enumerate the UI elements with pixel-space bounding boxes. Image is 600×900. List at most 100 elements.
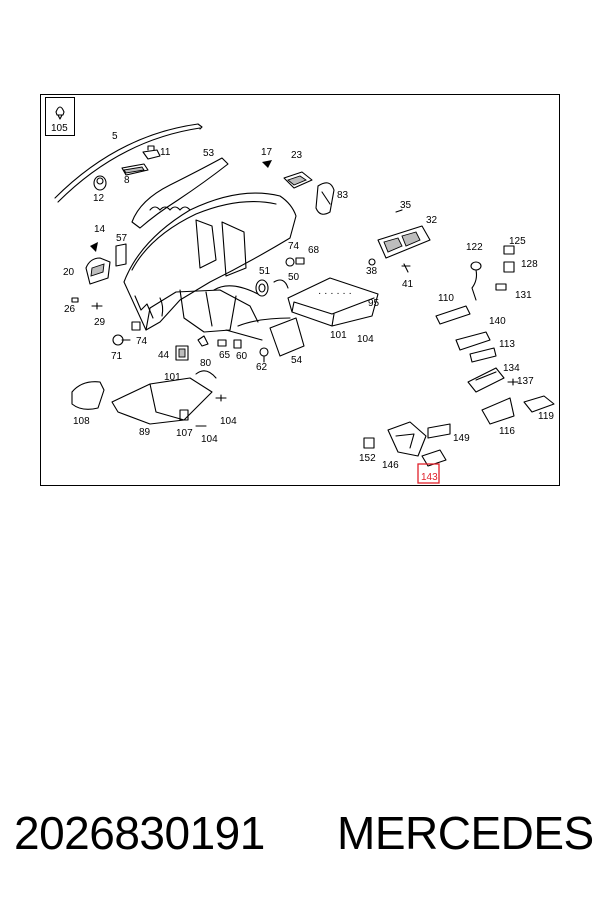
panel-54 — [269, 317, 305, 357]
knob-71 — [112, 334, 131, 346]
vent-20 — [85, 257, 111, 285]
callout-38: 38 — [366, 266, 378, 277]
callout-152: 152 — [359, 453, 376, 464]
cover-83 — [315, 182, 335, 215]
callout-122: 122 — [466, 242, 483, 253]
callout-131: 131 — [515, 290, 532, 301]
console-89 — [111, 370, 217, 425]
clip-60 — [233, 339, 242, 349]
callout-89: 89 — [139, 427, 151, 438]
panel-113 — [469, 347, 497, 363]
switch-131 — [495, 283, 507, 291]
switch-44 — [175, 345, 189, 361]
brand-name: MERCEDES — [337, 807, 594, 859]
callout-41: 41 — [402, 279, 414, 290]
callout-80: 80 — [200, 358, 212, 369]
callout-149: 149 — [453, 433, 470, 444]
callout-50: 50 — [288, 272, 300, 283]
part-number: 2026830191 — [14, 807, 265, 859]
switch-128 — [503, 261, 515, 273]
diagram-frame — [40, 94, 560, 486]
callout-104c: 104 — [201, 434, 218, 445]
callout-101b: 101 — [164, 372, 181, 383]
svg-text:· · · · · ·: · · · · · · — [318, 288, 352, 299]
switch-125 — [503, 245, 515, 255]
callout-53: 53 — [203, 148, 215, 159]
callout-44: 44 — [158, 350, 170, 361]
callout-29: 29 — [94, 317, 106, 328]
callout-104b: 104 — [220, 416, 237, 427]
clip-80 — [197, 335, 209, 347]
callout-65: 65 — [219, 350, 231, 361]
callout-83: 83 — [337, 190, 349, 201]
connector-line-2 — [225, 329, 263, 341]
connector-line-3 — [237, 317, 291, 327]
callout-101a: 101 — [330, 330, 347, 341]
callout-8: 8 — [124, 175, 130, 186]
trim-strip — [54, 123, 203, 203]
callout-95: 95 — [368, 298, 380, 309]
part-143 — [421, 449, 447, 467]
screw-62 — [259, 347, 269, 363]
callout-113: 113 — [499, 339, 515, 350]
callout-146: 146 — [382, 460, 399, 471]
legend-box-label: 105 — [51, 123, 68, 134]
screw-29 — [91, 302, 103, 310]
callout-74b: 74 — [136, 336, 148, 347]
connector-line-1 — [213, 285, 259, 295]
callout-68: 68 — [308, 245, 320, 256]
panel-57 — [115, 243, 127, 267]
clip-65 — [217, 339, 227, 347]
callout-60: 60 — [236, 351, 248, 362]
callout-128: 128 — [521, 259, 538, 270]
screw-104a — [215, 394, 227, 402]
callout-134: 134 — [503, 363, 520, 374]
callout-62: 62 — [256, 362, 268, 373]
callout-110: 110 — [438, 293, 454, 304]
dashboard-panel — [123, 192, 297, 333]
callout-20: 20 — [63, 267, 75, 278]
callout-71: 71 — [111, 351, 123, 362]
callout-57: 57 — [116, 233, 128, 244]
callout-23: 23 — [291, 150, 303, 161]
center-vent — [377, 209, 431, 259]
switch-122 — [470, 261, 482, 301]
screw-38-41 — [368, 258, 411, 273]
cover-108 — [71, 381, 105, 410]
screw-137 — [507, 378, 519, 386]
callout-5: 5 — [112, 131, 118, 142]
callout-17: 17 — [261, 147, 273, 158]
bracket-146 — [387, 421, 427, 457]
callout-125: 125 — [509, 236, 526, 247]
callout-32: 32 — [426, 215, 438, 226]
cover-119 — [523, 395, 555, 413]
callout-140: 140 — [489, 316, 506, 327]
callout-54: 54 — [291, 355, 303, 366]
knob-12 — [93, 175, 107, 191]
clip-107 — [179, 409, 189, 421]
callout-104a: 104 — [357, 334, 374, 345]
bin-134 — [467, 367, 505, 393]
callout-51: 51 — [259, 266, 271, 277]
panel-110 — [435, 305, 471, 325]
callout-108: 108 — [73, 416, 90, 427]
callout-107: 107 — [176, 428, 193, 439]
plate-149 — [427, 423, 451, 439]
legend-box: 105 — [45, 97, 75, 136]
callout-12: 12 — [93, 193, 105, 204]
clip-152 — [363, 437, 375, 449]
triangle-14 — [90, 242, 98, 252]
dash-cover — [131, 157, 229, 229]
bulb-50 — [273, 257, 295, 289]
callout-11: 11 — [160, 147, 171, 158]
callout-35: 35 — [400, 200, 412, 211]
triangle-17 — [262, 160, 272, 168]
clip-74b — [295, 257, 305, 265]
callout-137: 137 — [517, 376, 534, 387]
highlight-box — [417, 463, 440, 484]
bracket-8 — [121, 163, 149, 176]
bin-116 — [481, 397, 515, 425]
callout-143: 143 — [421, 472, 438, 483]
panel-140 — [455, 331, 491, 351]
callout-116: 116 — [499, 426, 515, 437]
